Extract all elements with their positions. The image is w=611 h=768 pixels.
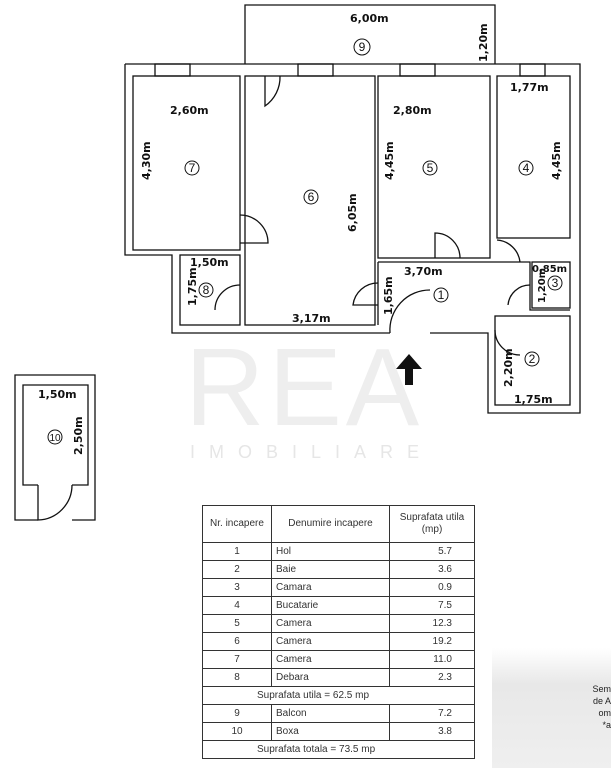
room-3 [531,261,571,309]
room-number-7: 7 [189,161,196,175]
room-8 [179,254,241,326]
entrance-arrow-icon [396,354,422,385]
svg-text:1,75m: 1,75m [514,393,553,406]
room-1 [378,261,570,311]
svg-text:2,80m: 2,80m [393,104,432,117]
room-number-9: 9 [359,40,366,54]
svg-text:2,50m: 2,50m [72,416,85,455]
room-number-2: 2 [529,352,536,366]
svg-text:6,00m: 6,00m [350,12,389,25]
room-number-5: 5 [427,161,434,175]
svg-text:2,20m: 2,20m [502,348,515,387]
svg-text:6,05m: 6,05m [346,193,359,232]
header-name: Denumire incapere [271,505,390,543]
watermark: REA IMOBILIARE [185,326,433,462]
svg-text:1,20m: 1,20m [537,268,548,303]
svg-text:4,30m: 4,30m [140,141,153,180]
svg-text:4,45m: 4,45m [550,141,563,180]
room-numbers [47,38,563,445]
svg-text:2,60m: 2,60m [170,104,209,117]
subtotal-row: Suprafata utila = 62.5 mp [202,686,475,705]
svg-text:3,70m: 3,70m [404,265,443,278]
svg-text:4,45m: 4,45m [383,141,396,180]
total-row: Suprafata totala = 73.5 mp [202,740,475,759]
svg-text:1,65m: 1,65m [382,276,395,315]
svg-text:1,75m: 1,75m [186,267,199,306]
room-2 [494,315,571,406]
header-nr: Nr. incapere [202,505,272,543]
room-number-1: 1 [438,288,445,302]
svg-text:3,17m: 3,17m [292,312,331,325]
rooms-table: Nr. incapere Denumire incapere Suprafata… [202,505,475,759]
walls [14,4,581,521]
room-number-8: 8 [203,283,210,297]
svg-text:1,50m: 1,50m [38,388,77,401]
svg-text:1,77m: 1,77m [510,81,549,94]
svg-text:1,20m: 1,20m [477,23,490,62]
svg-text:IMOBILIARE: IMOBILIARE [190,442,433,462]
room-number-4: 4 [523,161,530,175]
svg-text:REA: REA [185,326,423,449]
svg-text:0,85m: 0,85m [532,264,567,275]
header-area: Suprafata utila (mp) [389,505,475,543]
dimensions: 6,00m 1,20m 2,60m 4,30m 6,05m 3,17m 2,80… [38,12,567,455]
room-number-6: 6 [308,190,315,204]
cropped-side-note: Sem de A om *a [492,648,611,768]
svg-text:1,50m: 1,50m [190,256,229,269]
room-number-10: 10 [49,433,61,444]
room-number-3: 3 [552,276,559,290]
